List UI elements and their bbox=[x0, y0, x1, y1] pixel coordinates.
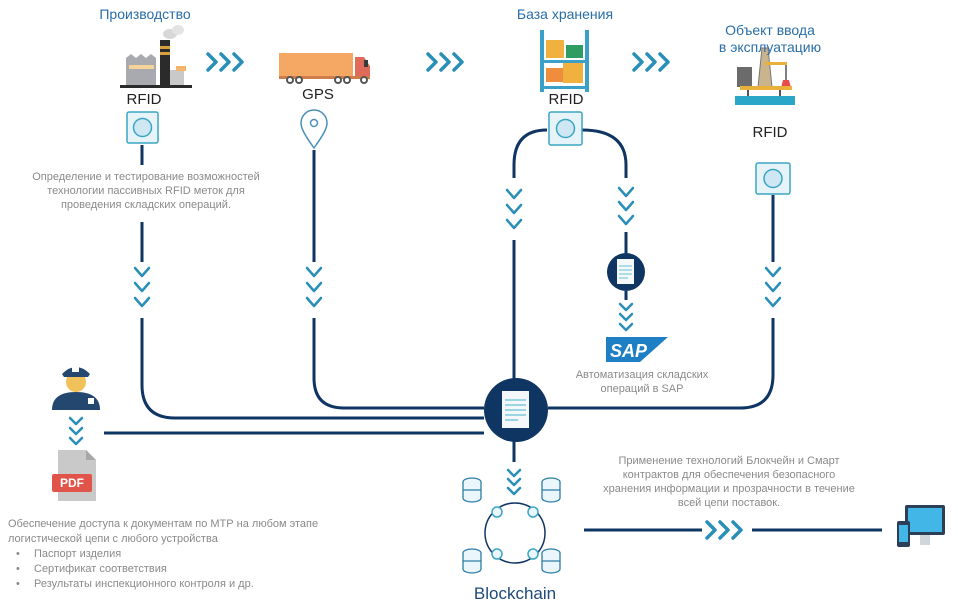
tech-label-rfid: RFID bbox=[548, 91, 584, 108]
pdf-file-icon bbox=[52, 450, 96, 501]
chevrons-down-icon bbox=[133, 266, 151, 308]
description-line: проведения складских операций. bbox=[60, 199, 232, 211]
stage-title-line: Объект ввода bbox=[725, 22, 815, 38]
chevrons-right-icon bbox=[206, 52, 244, 72]
document-list: Паспорт изделия Сертификат соответствия … bbox=[8, 547, 408, 592]
connector-line bbox=[312, 318, 484, 410]
factory-icon bbox=[120, 25, 192, 88]
truck-icon bbox=[279, 53, 370, 84]
chevrons-right-icon bbox=[705, 520, 743, 540]
inspector-officer-icon bbox=[52, 366, 100, 410]
sap-logo: SAP bbox=[606, 337, 668, 362]
tech-label-rfid: RFID bbox=[752, 124, 788, 141]
connector-line bbox=[512, 128, 548, 178]
connector-line bbox=[548, 318, 775, 410]
rfid-chip-icon bbox=[755, 162, 791, 195]
chevrons-right-icon bbox=[632, 52, 670, 72]
document-node-icon bbox=[607, 248, 645, 300]
oil-platform-icon bbox=[735, 47, 795, 105]
blockchain-description: Применение технологий Блокчейн и Смарт к… bbox=[582, 454, 876, 510]
stage-title-storage: База хранения bbox=[516, 6, 614, 22]
description-line: логистической цепи с любого устройства bbox=[8, 533, 218, 545]
description-line: всей цепи поставок. bbox=[677, 497, 781, 509]
description-line: операций в SAP bbox=[600, 383, 684, 395]
rfid-chip-icon bbox=[126, 111, 159, 144]
database-icon bbox=[462, 477, 482, 503]
document-list-item: Сертификат соответствия bbox=[16, 562, 408, 577]
rfid-chip-icon bbox=[548, 111, 583, 146]
description-line: технологии пассивных RFID меток для bbox=[47, 185, 245, 197]
database-icon bbox=[541, 548, 561, 574]
document-list-item: Паспорт изделия bbox=[16, 547, 408, 562]
chevrons-down-icon bbox=[305, 266, 323, 308]
stage-title-commissioning: Объект ввода в эксплуатацию bbox=[700, 22, 840, 56]
database-icon bbox=[462, 548, 482, 574]
devices-icon bbox=[897, 505, 945, 547]
documents-description: Обеспечение доступа к документам по МТР … bbox=[8, 517, 408, 592]
pdf-label: PDF bbox=[60, 476, 84, 490]
stage-title-line: в эксплуатацию bbox=[718, 39, 822, 55]
blockchain-network-icon bbox=[484, 502, 546, 564]
rfid-testing-description: Определение и тестирование возможностей … bbox=[0, 170, 292, 212]
database-icon bbox=[541, 477, 561, 503]
tech-label-rfid: RFID bbox=[126, 91, 162, 108]
sap-description: Автоматизация складских операций в SAP bbox=[552, 368, 732, 396]
blockchain-label: Blockchain bbox=[473, 584, 557, 603]
central-hub-icon bbox=[484, 378, 548, 442]
chevrons-down-icon bbox=[505, 188, 523, 230]
description-line: хранения информации и прозрачности в теч… bbox=[603, 483, 855, 495]
description-line: Применение технологий Блокчейн и Смарт bbox=[618, 455, 840, 467]
chevrons-down-icon bbox=[617, 186, 635, 226]
tech-label-gps: GPS bbox=[302, 86, 334, 103]
chevrons-down-icon bbox=[764, 266, 782, 308]
description-line: Автоматизация складских bbox=[575, 369, 709, 381]
chevrons-down-icon bbox=[506, 468, 522, 496]
document-list-item: Результаты инспекционного контроля и др. bbox=[16, 577, 408, 592]
description-line: контрактов для обеспечения безопасного bbox=[622, 469, 836, 481]
location-pin-icon bbox=[300, 109, 328, 150]
description-line: Определение и тестирование возможностей bbox=[32, 171, 260, 183]
chevrons-down-icon bbox=[618, 302, 634, 332]
description-line: Обеспечение доступа к документам по МТР … bbox=[8, 518, 319, 530]
connector-line bbox=[140, 318, 484, 420]
stage-title-production: Производство bbox=[99, 6, 191, 22]
warehouse-shelf-icon bbox=[540, 30, 589, 92]
connector-line bbox=[581, 128, 628, 178]
svg-text:SAP: SAP bbox=[610, 341, 648, 361]
chevrons-right-icon bbox=[426, 52, 464, 72]
chevrons-down-icon bbox=[68, 416, 84, 446]
